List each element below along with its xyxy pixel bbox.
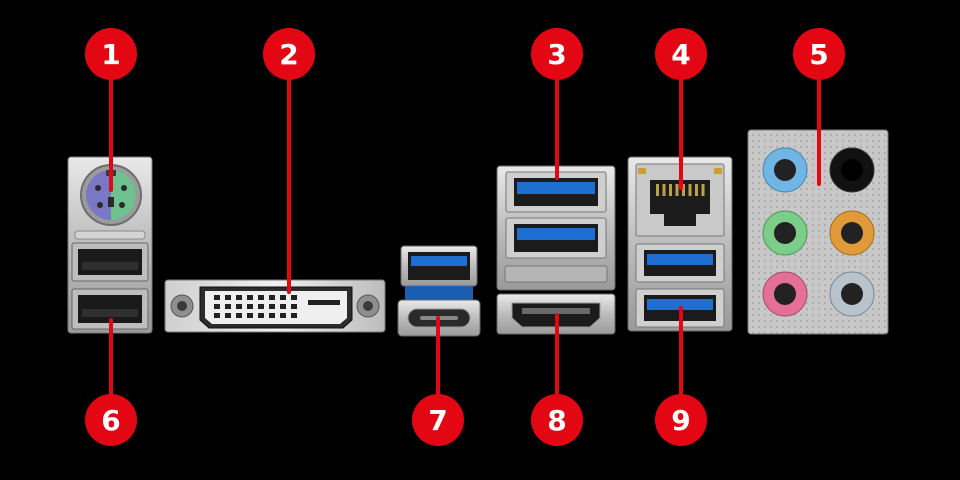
callout-2: 2 — [263, 28, 315, 80]
lan-pin — [662, 184, 666, 196]
callout-9: 9 — [655, 394, 707, 446]
ps2-combo-port[interactable] — [80, 164, 142, 226]
dvi-pin — [280, 295, 286, 300]
usb3-port-a[interactable] — [505, 171, 607, 213]
callout-label: 3 — [547, 38, 566, 71]
callout-4: 4 — [655, 28, 707, 80]
dvi-pin — [269, 295, 275, 300]
lan-pin — [688, 184, 692, 196]
audio-jack-mic-in[interactable] — [762, 271, 808, 317]
callout-5: 5 — [793, 28, 845, 80]
lan-pin — [701, 184, 705, 196]
usb2-port-top[interactable] — [71, 242, 149, 282]
callout-label: 2 — [279, 38, 298, 71]
dvi-pin — [291, 313, 297, 318]
dvi-pin — [247, 295, 253, 300]
dvi-pin — [258, 295, 264, 300]
usb2-port-bottom[interactable] — [71, 288, 149, 330]
dvi-pin — [247, 304, 253, 309]
lan-usb3-stack — [627, 156, 733, 332]
audio-jack-side-speaker[interactable] — [829, 271, 875, 317]
usb3-port-b[interactable] — [505, 217, 607, 259]
callout-label: 9 — [671, 404, 690, 437]
lan-pin — [695, 184, 698, 196]
dvi-port[interactable] — [164, 279, 386, 333]
dvi-pin — [236, 295, 242, 300]
callout-3: 3 — [531, 28, 583, 80]
dvi-pin — [236, 313, 242, 318]
usb3-typea-port[interactable] — [400, 245, 478, 300]
dvi-pin — [269, 304, 275, 309]
callout-label: 4 — [671, 38, 690, 71]
dvi-pin — [214, 304, 220, 309]
callout-1: 1 — [85, 28, 137, 80]
callout-label: 5 — [809, 38, 828, 71]
dvi-pin — [280, 313, 286, 318]
dvi-pin — [225, 313, 231, 318]
dvi-pin — [247, 313, 253, 318]
dvi-pin — [258, 304, 264, 309]
dvi-pin — [225, 295, 231, 300]
usb3-port-d[interactable] — [635, 288, 725, 328]
callout-label: 7 — [428, 404, 447, 437]
lan-pin — [675, 184, 679, 196]
lan-pin — [656, 184, 659, 196]
callout-7: 7 — [412, 394, 464, 446]
lan-port[interactable] — [635, 163, 725, 237]
usb3-hdmi-stack — [496, 165, 616, 335]
dvi-pin — [291, 304, 297, 309]
callout-label: 1 — [101, 38, 120, 71]
dvi-pin — [214, 295, 220, 300]
callout-8: 8 — [531, 394, 583, 446]
dvi-pin — [236, 304, 242, 309]
callout-label: 8 — [547, 404, 566, 437]
callout-label: 6 — [101, 404, 120, 437]
lan-pin — [682, 184, 685, 196]
ps2-usb2-stack — [67, 156, 153, 334]
dvi-pin — [291, 295, 297, 300]
callout-6: 6 — [85, 394, 137, 446]
audio-jack-center-sub[interactable] — [829, 210, 875, 256]
audio-jack-panel — [747, 129, 889, 335]
lan-pin — [669, 184, 672, 196]
audio-jack-line-out[interactable] — [762, 210, 808, 256]
dvi-pin — [225, 304, 231, 309]
dvi-pin — [258, 313, 264, 318]
dvi-pin — [214, 313, 220, 318]
dvi-pin — [280, 304, 286, 309]
audio-jack-rear-speaker[interactable] — [829, 147, 875, 193]
audio-jack-line-in[interactable] — [762, 147, 808, 193]
usb3-port-c[interactable] — [635, 243, 725, 283]
dvi-pin — [269, 313, 275, 318]
